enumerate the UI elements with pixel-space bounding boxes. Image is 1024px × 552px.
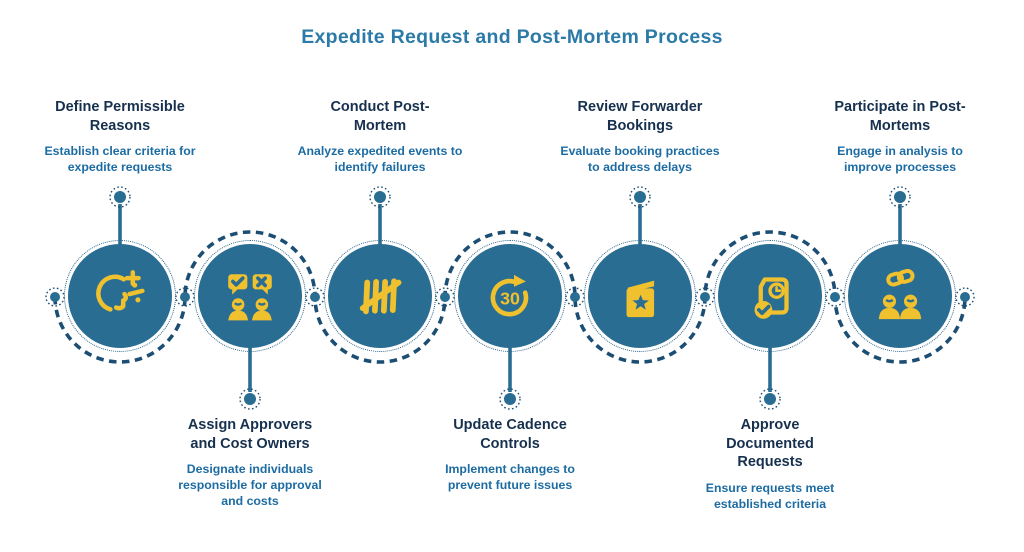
bottom-stem-dot-rings [239,388,781,410]
tally-marks-icon [359,278,402,315]
step-3-title: Conduct Post- Mortem [330,99,430,134]
bottom-stems [248,346,772,392]
step-6-text: Approve Documented Requests Ensure reque… [660,416,880,513]
step-3-text: Conduct Post- Mortem Analyze expedited e… [270,98,490,176]
step-4-circle: 30 [454,240,566,352]
step-6-title: Approve Documented Requests [726,417,814,471]
step-5-title: Review Forwarder Bookings [577,99,703,134]
step-4-description: Implement changes to prevent future issu… [445,462,575,493]
cycle-30-icon: 30 [490,274,529,317]
step-2-title: Assign Approvers and Cost Owners [187,417,313,452]
step-7-text: Participate in Post- Mortems Engage in a… [790,98,1010,176]
people-decision-icon [228,274,272,321]
junction-dots [50,292,970,302]
step-4-text: Update Cadence Controls Implement change… [400,416,620,494]
step-7-title: Participate in Post- Mortems [834,99,966,134]
step-5-text: Review Forwarder Bookings Evaluate booki… [530,98,750,176]
step-7-circle [844,240,956,352]
top-stem-dot-rings [109,186,911,208]
cycle-30-number: 30 [500,289,520,309]
step-4-title: Update Cadence Controls [453,417,567,452]
step-3-circle [324,240,436,352]
step-5-circle [584,240,696,352]
step-3-description: Analyze expedited events to identify fai… [297,144,463,175]
top-stem-dots [114,191,906,203]
bottom-stem-dots [244,393,776,405]
step-1-text: Define Permissible Reasons Establish cle… [10,98,230,176]
step-6-description: Ensure requests meet established criteri… [705,480,835,511]
head-sparkle-icon [96,270,145,312]
step-1-circle [64,240,176,352]
linked-people-icon [878,268,922,320]
step-6-circle [714,240,826,352]
step-5-description: Evaluate booking practices to address de… [560,144,720,175]
approved-document-icon [754,277,789,319]
step-2-circle [194,240,306,352]
step-1-title: Define Permissible Reasons [55,99,185,134]
step-7-description: Engage in analysis to improve processes [837,144,963,175]
step-1-description: Establish clear criteria for expedite re… [44,144,196,175]
step-2-description: Designate individuals responsible for ap… [178,462,322,509]
booklet-star-icon [626,280,655,318]
step-2-text: Assign Approvers and Cost Owners Designa… [140,416,360,510]
page-title: Expedite Request and Post-Mortem Process [301,26,723,48]
